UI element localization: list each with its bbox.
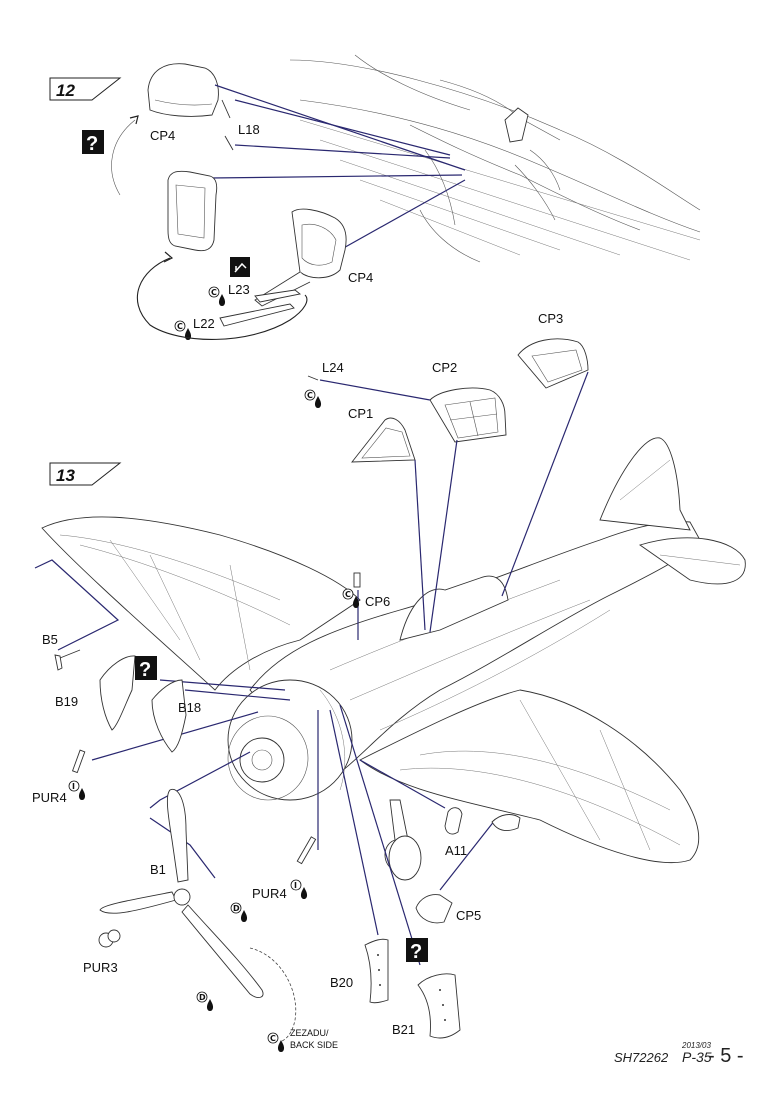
label-a11: A11 xyxy=(445,843,467,858)
step-12-marker: 12 xyxy=(49,77,122,101)
step-12-number: 12 xyxy=(56,81,75,100)
rotate-arrow-12b xyxy=(136,257,308,340)
label-l24: L24 xyxy=(322,360,344,375)
glue-c-icon-l23: C xyxy=(208,286,226,306)
label-cp4-top: CP4 xyxy=(150,128,175,143)
svg-text:C: C xyxy=(270,1034,276,1043)
fuselage-cockpit-detail xyxy=(289,54,701,263)
note-back-side: BACK SIDE xyxy=(290,1040,338,1050)
label-pur4-center: PUR4 xyxy=(252,886,287,901)
part-pur3: PUR3 xyxy=(83,929,121,975)
glue-d-icon-b1-a: D xyxy=(230,902,248,922)
label-b21: B21 xyxy=(392,1022,415,1037)
svg-text:C: C xyxy=(177,322,183,331)
part-cp6: CP6 xyxy=(353,572,390,609)
svg-text:C: C xyxy=(307,391,313,400)
label-b5: B5 xyxy=(42,632,58,647)
question-icon-13a: ? xyxy=(135,656,157,681)
svg-text:D: D xyxy=(233,904,240,913)
svg-text:D: D xyxy=(199,993,206,1002)
question-icon-13b: ? xyxy=(406,938,428,963)
leader-lines-step12 xyxy=(209,84,466,251)
footer-model: P-35 xyxy=(682,1049,712,1065)
bend-part-icon xyxy=(230,257,250,277)
rotate-arrow-head-12b xyxy=(163,251,174,263)
glue-c-icon-l24: C xyxy=(304,389,322,408)
part-b19: B19 xyxy=(55,655,136,731)
glue-c-icon-l22: C xyxy=(174,320,192,340)
label-cp3: CP3 xyxy=(538,311,563,326)
question-mark-13a: ? xyxy=(139,659,151,681)
leader-lines-step13 xyxy=(34,371,589,966)
label-cp6: CP6 xyxy=(365,594,390,609)
rotate-arrow-12a xyxy=(111,119,136,196)
part-cp4-top: CP4 xyxy=(147,63,219,143)
part-b5: B5 xyxy=(42,632,81,671)
label-cp2: CP2 xyxy=(432,360,457,375)
step-13-number: 13 xyxy=(56,466,75,485)
svg-text:C: C xyxy=(345,590,351,599)
part-b1-propeller: B1 xyxy=(99,788,264,998)
glue-i-icon-pur4-left: I xyxy=(68,780,86,800)
part-b18: B18 xyxy=(151,679,201,753)
part-l22 xyxy=(219,303,295,327)
label-cp1: CP1 xyxy=(348,406,373,421)
footer-code: SH72262 xyxy=(614,1050,669,1065)
part-cp1: CP1 xyxy=(348,406,416,463)
part-l18: L18 xyxy=(221,99,260,151)
svg-text:C: C xyxy=(211,288,217,297)
part-pur4-center: PUR4 xyxy=(252,836,317,901)
svg-text:I: I xyxy=(294,881,297,890)
aircraft-body xyxy=(41,437,746,881)
part-a11-target xyxy=(491,814,521,831)
label-b18: B18 xyxy=(178,700,201,715)
question-mark-12: ? xyxy=(86,133,98,155)
part-cp5: CP5 xyxy=(415,894,481,924)
question-mark-13b: ? xyxy=(410,941,422,963)
part-pur4-left: PUR4 xyxy=(32,749,86,805)
part-b20: B20 xyxy=(330,938,389,1004)
part-l23 xyxy=(254,289,302,303)
footer-page-number: - 5 - xyxy=(708,1045,744,1067)
glue-i-icon-pur4-center: I xyxy=(290,879,308,899)
question-icon-12: ? xyxy=(82,130,104,155)
part-frame xyxy=(167,170,218,252)
part-cp3: CP3 xyxy=(517,311,589,389)
footer: SH72262 2013/03 P-35 - 5 - xyxy=(614,1041,744,1067)
part-l24: L24 xyxy=(307,360,344,381)
part-cp2: CP2 xyxy=(429,360,507,443)
label-cp5: CP5 xyxy=(456,908,481,923)
part-cp4-right: CP4 xyxy=(254,208,373,307)
glue-d-icon-b1-b: D xyxy=(196,991,214,1011)
glue-c-icon-back: C xyxy=(267,1032,285,1052)
note-zezadu: ZEZADU/ xyxy=(290,1028,329,1038)
label-l18: L18 xyxy=(238,122,260,137)
label-b1: B1 xyxy=(150,862,166,877)
label-l22: L22 xyxy=(193,316,215,331)
part-a11: A11 xyxy=(444,807,467,858)
label-pur4-left: PUR4 xyxy=(32,790,67,805)
footer-date: 2013/03 xyxy=(681,1041,711,1050)
step-13-marker: 13 xyxy=(49,462,122,486)
rotate-arrow-head-12a xyxy=(129,115,139,125)
glue-c-icon-cp6: C xyxy=(342,588,360,608)
label-cp4-right: CP4 xyxy=(348,270,373,285)
label-l23: L23 xyxy=(228,282,250,297)
label-pur3: PUR3 xyxy=(83,960,118,975)
label-b20: B20 xyxy=(330,975,353,990)
part-b21: B21 xyxy=(392,973,461,1039)
label-b19: B19 xyxy=(55,694,78,709)
svg-text:I: I xyxy=(72,782,75,791)
